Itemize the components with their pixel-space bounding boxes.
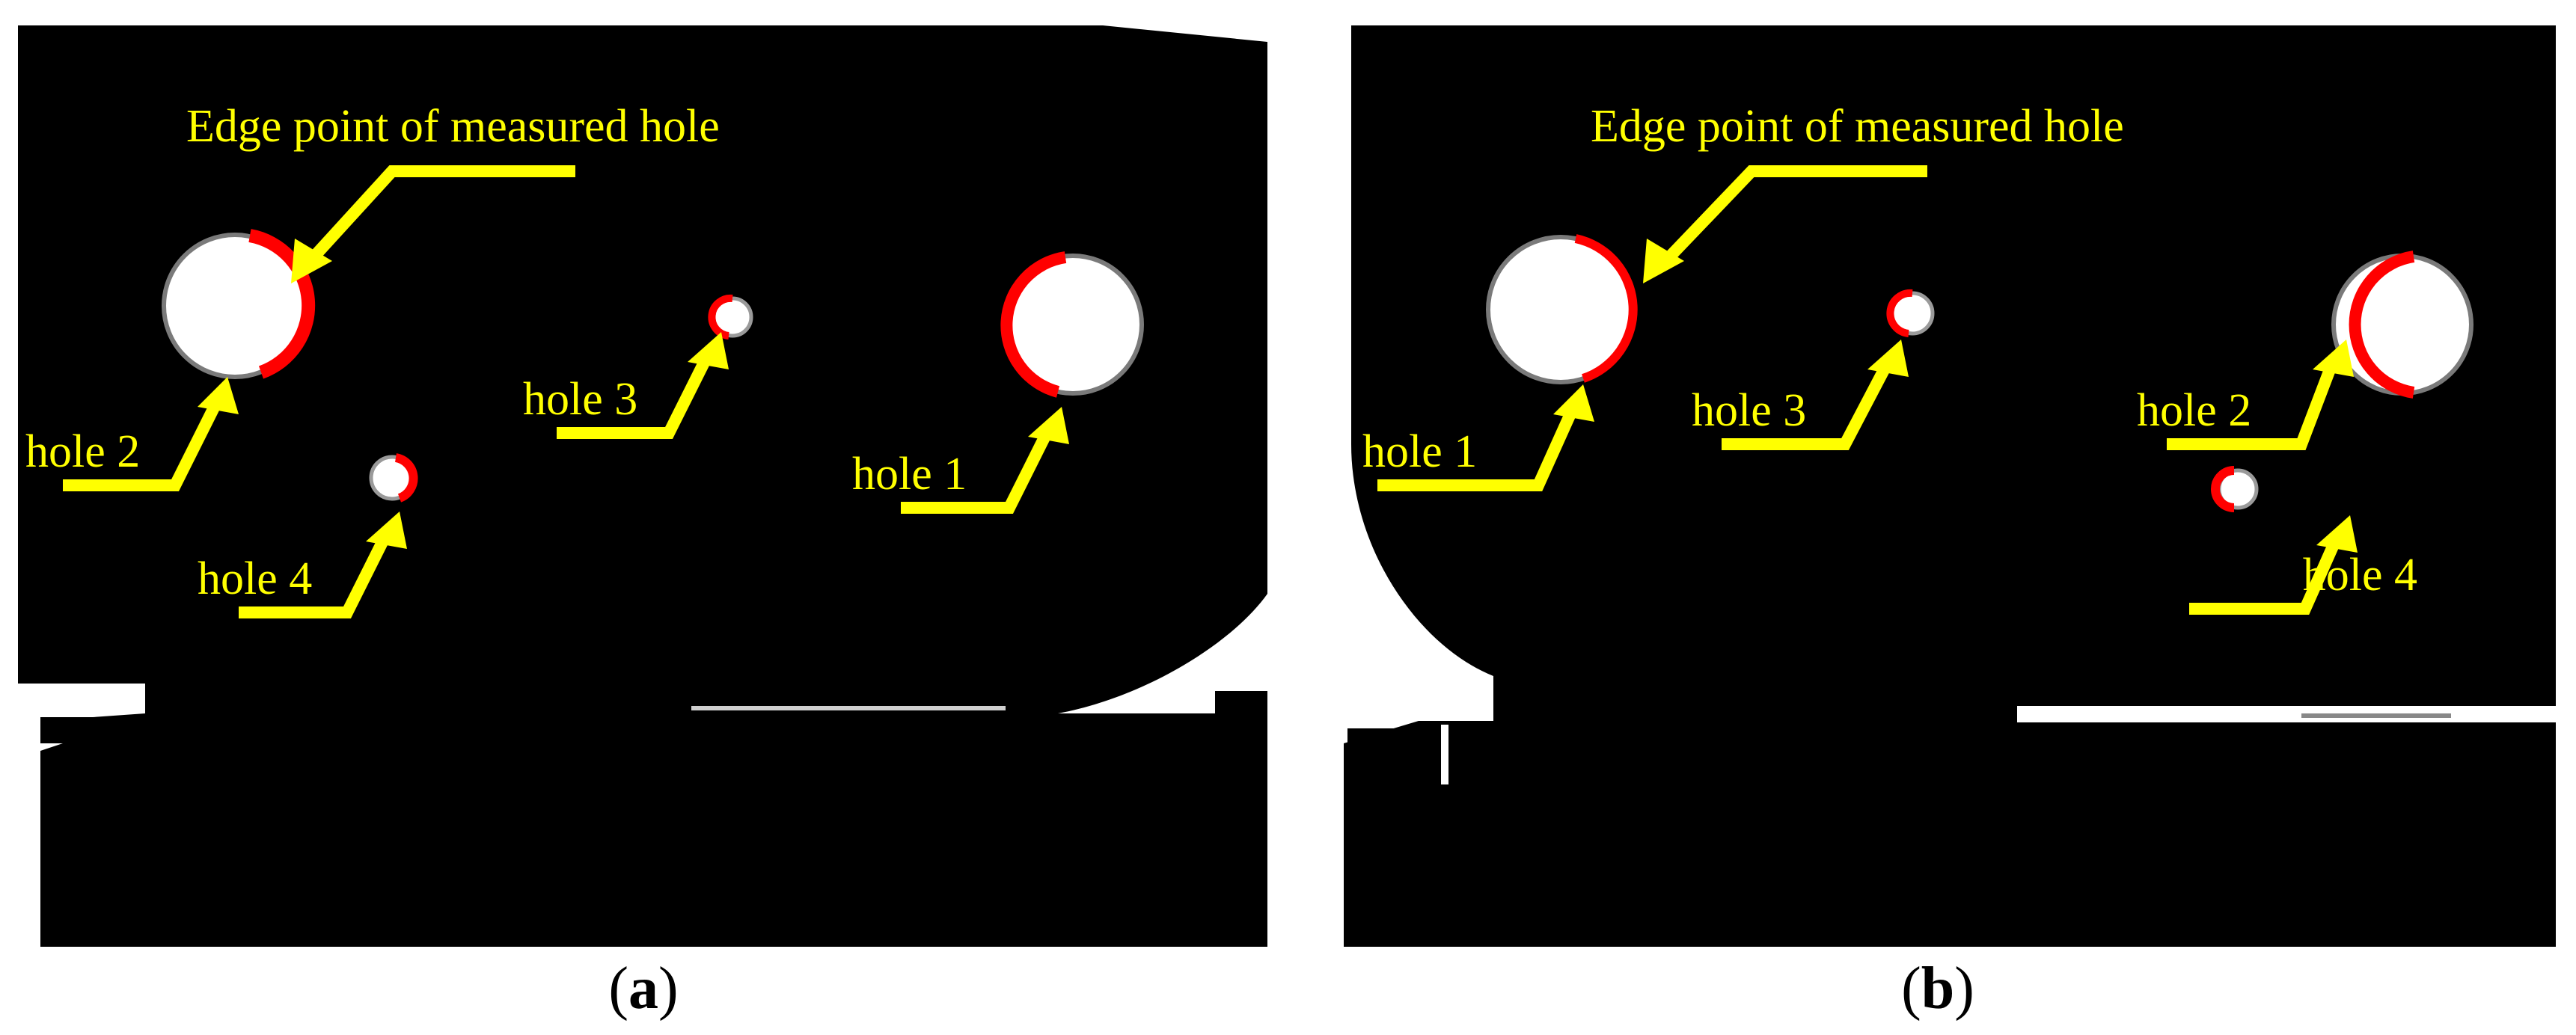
seam-line: [691, 706, 1006, 710]
hole-1-large: [1486, 234, 1638, 384]
hole-2-label: hole 2: [2137, 385, 2251, 436]
edge-point-arc: [2211, 466, 2235, 512]
fixture-notch: [40, 717, 149, 743]
hole-1-arrow: [901, 407, 1069, 514]
hole-1-label: hole 1: [852, 449, 967, 500]
edge-point-arrow: [1643, 165, 1927, 283]
panel-a-image: Edge point of measured hole hole 2 hole …: [18, 25, 1267, 947]
hole-4-arrow: [239, 512, 407, 618]
seam-bar: [2017, 706, 2556, 722]
hole-2-large: [162, 229, 316, 379]
hole-4-label: hole 4: [198, 553, 312, 604]
fixture-right-curve: [1058, 594, 1267, 713]
part-background: [18, 25, 1267, 947]
hole-1-arrow: [1377, 384, 1594, 491]
fixture-slot: [1441, 725, 1448, 784]
caption-b-letter: b: [1921, 956, 1955, 1022]
panel-a: Edge point of measured hole hole 2 hole …: [18, 25, 1267, 947]
hole-2-arrow: [63, 377, 239, 491]
edge-point-arc: [2349, 251, 2415, 399]
edge-point-arc: [1886, 289, 1913, 337]
fixture-left-curve: [1329, 25, 1493, 947]
hole-3-small: [1886, 289, 1935, 337]
edge-point-label: Edge point of measured hole: [186, 101, 720, 152]
fixture-notch: [1347, 728, 1490, 751]
hole-1-label: hole 1: [1362, 426, 1477, 477]
hole-4-small: [369, 453, 418, 503]
panel-b-image: Edge point of measured hole hole 1 hole …: [1329, 25, 2556, 947]
edge-highlight: [1103, 25, 1267, 42]
caption-b: (b): [1901, 956, 1974, 1022]
hole-4-arrow: [2189, 515, 2358, 615]
caption-a: (a): [608, 956, 679, 1022]
hole-3-small: [708, 294, 753, 340]
edge-point-arc: [1000, 251, 1067, 398]
hole-2-arrow: [2167, 340, 2354, 450]
hole-3-label: hole 3: [1692, 385, 1806, 436]
edge-point-arc: [248, 229, 316, 379]
hole-1-large: [1000, 251, 1144, 398]
hole-3-label: hole 3: [523, 374, 637, 425]
hole-2-large: [2331, 251, 2473, 399]
hole-3-arrow: [1722, 340, 1909, 450]
edge-point-arrow: [291, 165, 575, 283]
caption-a-letter: a: [628, 956, 658, 1022]
fixture-right-block: [1215, 691, 1267, 721]
edge-point-arc: [394, 453, 418, 503]
hole-4-small: [2211, 466, 2259, 512]
hole-3-arrow: [557, 332, 729, 439]
seam-texture: [2301, 713, 2451, 718]
edge-point-label: Edge point of measured hole: [1591, 101, 2124, 152]
edge-point-arc: [1574, 234, 1638, 383]
panel-b: Edge point of measured hole hole 1 hole …: [1329, 25, 2556, 947]
hole-2-label: hole 2: [25, 426, 140, 477]
